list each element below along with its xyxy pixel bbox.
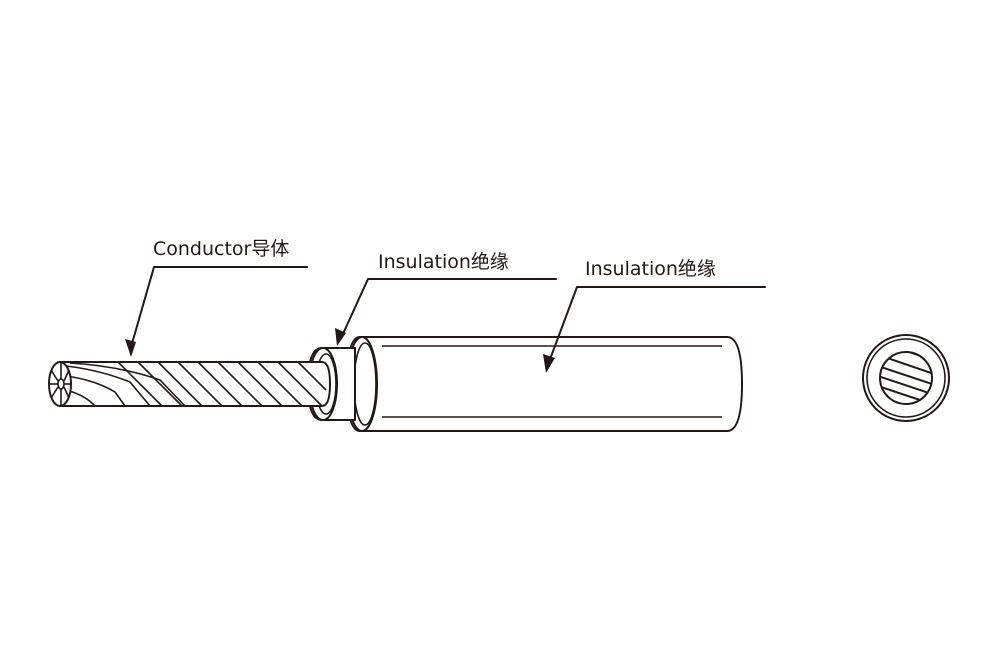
strand-line [65,365,151,407]
strand-line [157,361,203,407]
conductor-strands [48,361,331,407]
arrow-icon [125,339,136,357]
strand-line [177,361,223,407]
outer-insulation-layer [346,336,743,432]
inner-insulation-leader [335,278,557,346]
conductor-leader [125,266,308,357]
outer-insulation-label: Insulation绝缘 [585,258,716,280]
arrow-icon [335,328,346,346]
strand-line [257,361,303,407]
outer-insulation-leader [543,286,766,373]
arrow-icon [543,354,555,373]
strand-lines [65,361,327,407]
conductor-label: Conductor导体 [153,238,289,260]
cable-cross-section [862,334,950,422]
strand-line [65,375,126,407]
strand-line [277,361,323,407]
strand-line [137,361,183,407]
strand-line [197,361,243,407]
inner-insulation-label: Insulation绝缘 [378,251,509,273]
conductor-end-face-strands [49,362,71,406]
strand-line [237,361,283,407]
strand-line [69,362,186,407]
strand-line [297,361,327,391]
strand-line [217,361,263,407]
strand-line [117,361,163,407]
